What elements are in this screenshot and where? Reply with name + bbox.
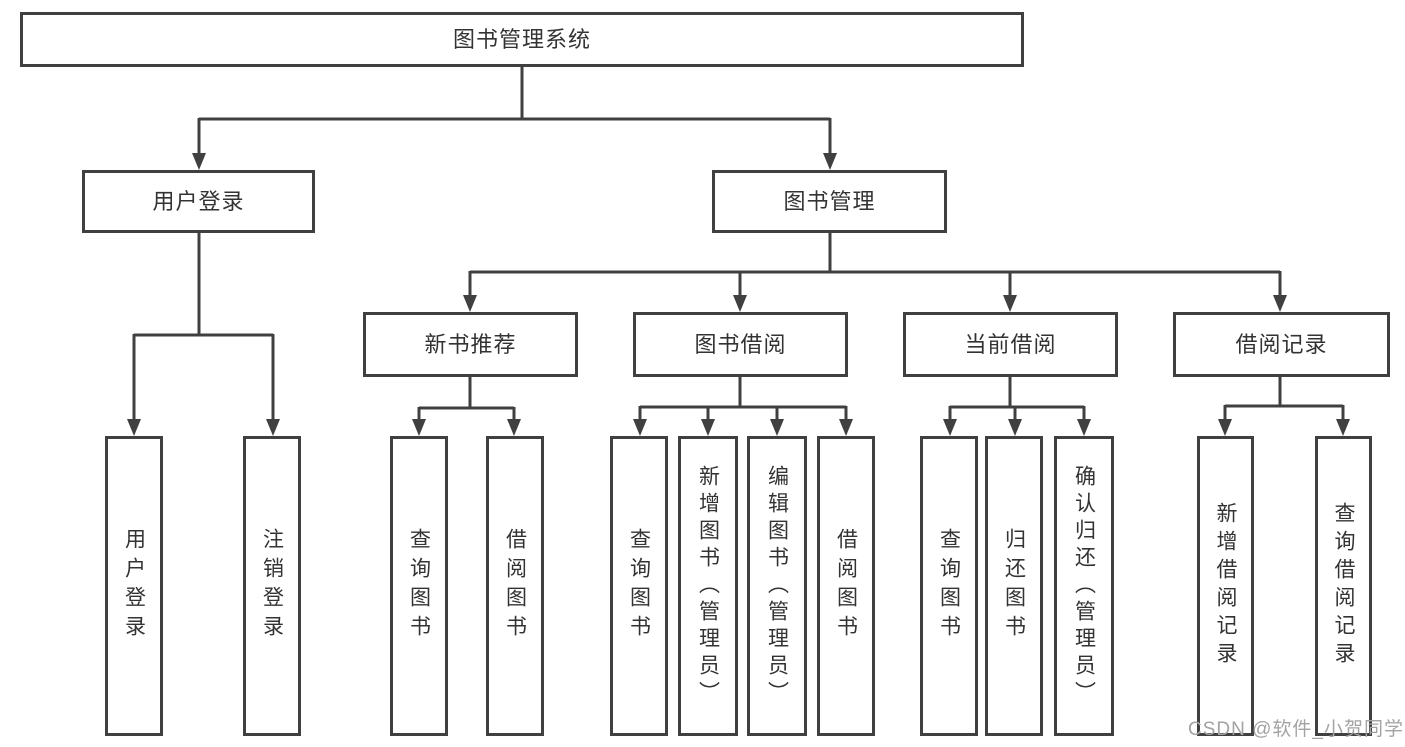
leaf-logout: 注销登录 — [243, 436, 301, 736]
node-book-management-label: 图书管理 — [783, 188, 876, 214]
node-new-book-recommend: 新书推荐 — [363, 312, 578, 377]
watermark-text: CSDN @软件_小贺同学 — [1188, 719, 1404, 740]
node-current-borrow-label: 当前借阅 — [964, 331, 1057, 357]
leaf-query-book-borrow: 查询图书 — [610, 436, 668, 736]
node-book-management: 图书管理 — [712, 170, 947, 233]
node-root: 图书管理系统 — [20, 12, 1024, 67]
leaf-return-book-label: 归还图书 — [1002, 528, 1026, 644]
leaf-logout-label: 注销登录 — [260, 528, 284, 644]
leaf-query-borrow-record-label: 查询借阅记录 — [1332, 502, 1355, 670]
leaf-borrow-book: 借阅图书 — [817, 436, 875, 736]
node-user-login: 用户登录 — [82, 170, 315, 233]
leaf-query-book-recommend: 查询图书 — [390, 436, 448, 736]
node-borrow-record-label: 借阅记录 — [1235, 331, 1328, 357]
leaf-borrow-book-label: 借阅图书 — [834, 528, 858, 644]
arrowheads — [127, 153, 1350, 436]
leaf-add-borrow-record: 新增借阅记录 — [1197, 436, 1254, 736]
leaf-confirm-return-admin-label: 确认归还（管理员） — [1072, 464, 1096, 708]
node-book-borrow: 图书借阅 — [633, 312, 848, 377]
leaf-user-login-label: 用户登录 — [122, 528, 146, 644]
leaf-edit-book-admin: 编辑图书（管理员） — [747, 436, 807, 736]
node-user-login-label: 用户登录 — [152, 188, 245, 214]
leaf-user-login: 用户登录 — [105, 436, 163, 736]
tree-edges — [132, 67, 1345, 421]
leaf-add-book-admin: 新增图书（管理员） — [678, 436, 738, 736]
node-book-borrow-label: 图书借阅 — [694, 331, 787, 357]
leaf-add-borrow-record-label: 新增借阅记录 — [1214, 502, 1237, 670]
leaf-edit-book-admin-label: 编辑图书（管理员） — [765, 464, 789, 708]
leaf-query-book-borrow-label: 查询图书 — [627, 528, 651, 644]
leaf-confirm-return-admin: 确认归还（管理员） — [1054, 436, 1114, 736]
leaf-query-book-current-label: 查询图书 — [937, 528, 961, 644]
leaf-borrow-book-recommend-label: 借阅图书 — [503, 528, 527, 644]
leaf-query-book-current: 查询图书 — [920, 436, 978, 736]
leaf-query-book-recommend-label: 查询图书 — [407, 528, 431, 644]
leaf-borrow-book-recommend: 借阅图书 — [486, 436, 544, 736]
node-borrow-record: 借阅记录 — [1173, 312, 1390, 377]
leaf-add-book-admin-label: 新增图书（管理员） — [696, 464, 720, 708]
leaf-query-borrow-record: 查询借阅记录 — [1315, 436, 1372, 736]
leaf-return-book: 归还图书 — [985, 436, 1043, 736]
node-current-borrow: 当前借阅 — [903, 312, 1118, 377]
node-new-book-recommend-label: 新书推荐 — [424, 331, 517, 357]
node-root-label: 图书管理系统 — [452, 26, 591, 52]
